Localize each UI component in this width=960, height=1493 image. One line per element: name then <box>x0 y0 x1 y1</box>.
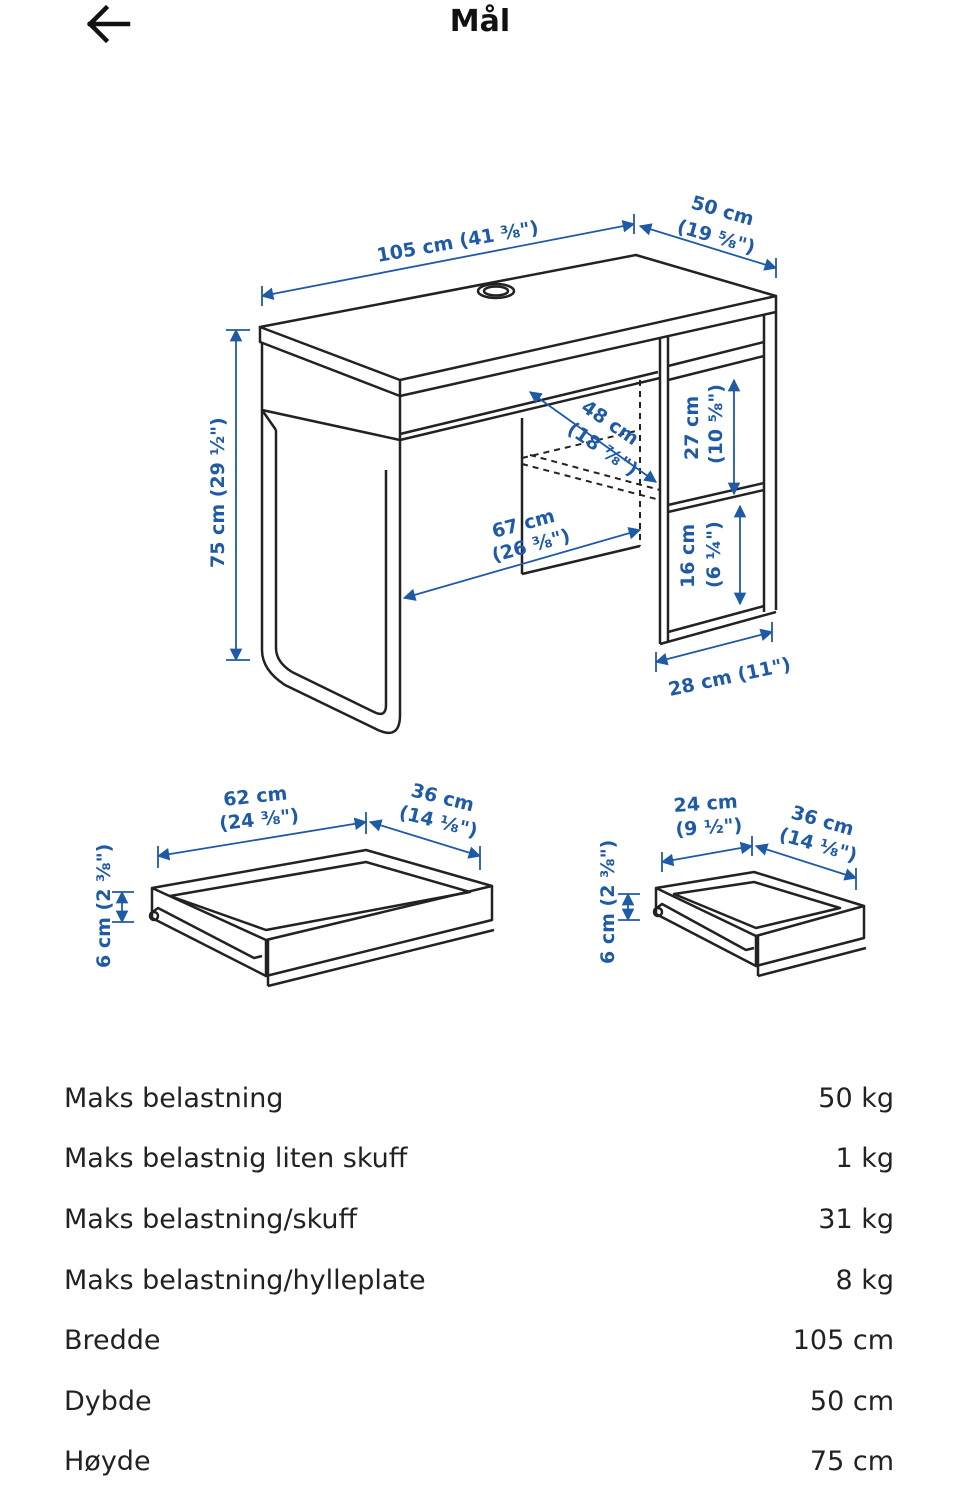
drawer-height-label: 6 cm (2 ⅜") <box>93 844 115 968</box>
back-button[interactable] <box>80 2 136 46</box>
upper-compartment-label-cm: 27 cm <box>681 396 703 460</box>
spec-label: Dybde <box>64 1385 152 1417</box>
spec-label: Bredde <box>64 1325 161 1357</box>
spec-row: Dybde 50 cm <box>64 1371 894 1432</box>
arrow-left-icon <box>86 4 131 44</box>
spec-value: 31 kg <box>818 1203 894 1235</box>
page-title: Mål <box>449 4 511 39</box>
spec-row: Maks belastning/hylleplate 8 kg <box>64 1250 894 1311</box>
spec-label: Maks belastning/skuff <box>64 1203 358 1235</box>
header: Mål <box>0 0 960 60</box>
desk-width-label: 105 cm (41 ⅜") <box>375 217 540 267</box>
spec-label: Maks belastnig liten skuff <box>64 1143 408 1175</box>
desk-drawing <box>258 253 778 735</box>
large-drawer-drawing <box>148 848 495 988</box>
desk-height-label: 75 cm (29 ½") <box>207 417 229 568</box>
cabinet-width-label: 28 cm (11") <box>666 653 792 700</box>
small-drawer-height-label: 6 cm (2 ⅜") <box>597 840 619 964</box>
small-drawer-width-label-cm: 24 cm <box>673 791 739 817</box>
large-drawer-dimensions <box>112 812 482 924</box>
spec-value: 8 kg <box>835 1264 894 1296</box>
spec-row: Maks belastning 50 kg <box>64 1068 894 1129</box>
spec-label: Høyde <box>64 1446 151 1478</box>
spec-row: Høyde 75 cm <box>64 1432 894 1493</box>
spec-label: Maks belastning/hylleplate <box>64 1264 426 1296</box>
dimensions-illustration: 105 cm (41 ⅜") 50 cm (19 ⅝") 75 cm (29 ½… <box>93 192 867 988</box>
spec-row: Bredde 105 cm <box>64 1310 894 1371</box>
lower-compartment-label-in: (6 ¼") <box>703 521 725 588</box>
spec-value: 50 kg <box>818 1082 894 1114</box>
spec-value: 105 cm <box>792 1325 894 1357</box>
spec-row: Maks belastnig liten skuff 1 kg <box>64 1129 894 1190</box>
upper-compartment-label-in: (10 ⅝") <box>705 384 727 464</box>
specifications-list: Maks belastning 50 kg Maks belastnig lit… <box>64 1068 894 1492</box>
small-drawer-dimensions <box>618 836 858 922</box>
lower-compartment-label-cm: 16 cm <box>677 524 699 588</box>
spec-value: 50 cm <box>809 1385 894 1417</box>
spec-value: 75 cm <box>809 1446 894 1478</box>
small-drawer-drawing <box>652 870 867 978</box>
spec-value: 1 kg <box>835 1143 894 1175</box>
spec-label: Maks belastning <box>64 1082 284 1114</box>
dimension-lines <box>226 214 778 672</box>
spec-row: Maks belastning/skuff 31 kg <box>64 1189 894 1250</box>
small-drawer-width-label-in: (9 ½") <box>675 814 743 841</box>
